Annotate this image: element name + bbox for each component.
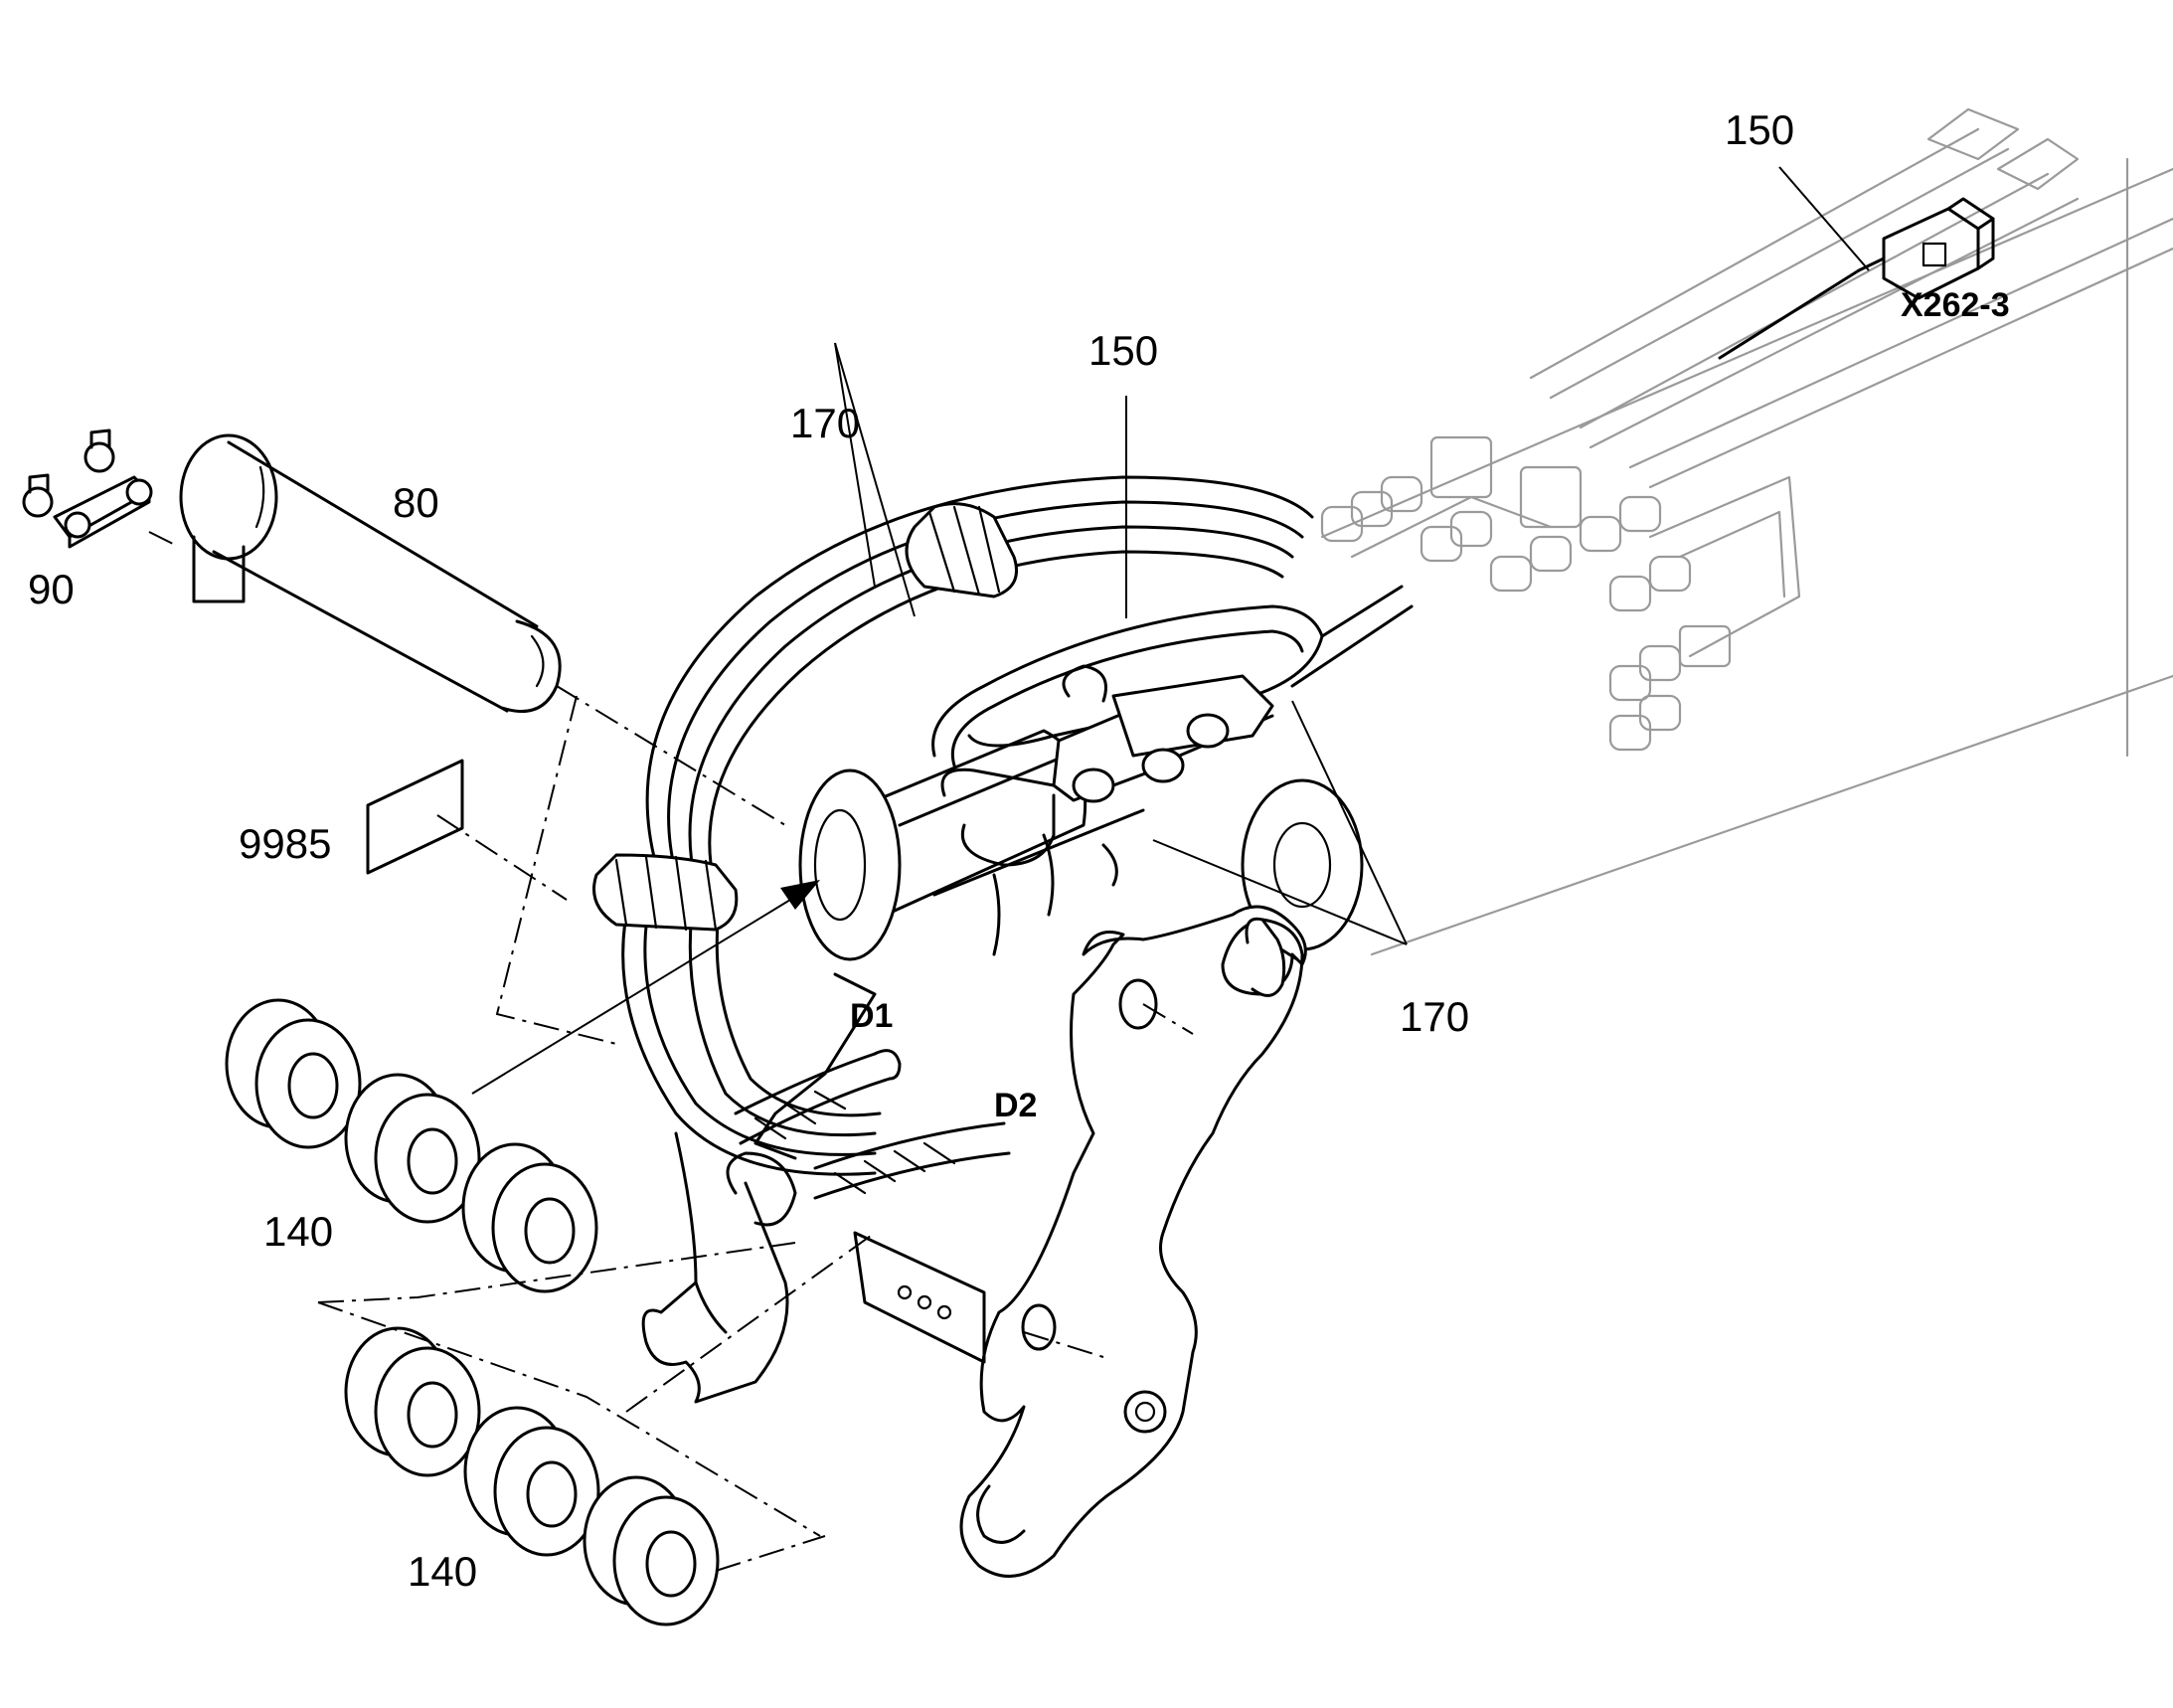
coupler-body: [641, 714, 1364, 1578]
callout-170-top: 170: [790, 400, 861, 446]
callout-140-upper: 140: [263, 1208, 334, 1255]
hoses-d1-d2: [734, 1049, 1011, 1200]
callout-x262-3: X262-3: [1901, 286, 2010, 324]
callout-90: 90: [28, 566, 75, 612]
callout-d1: D1: [850, 997, 894, 1035]
washers-140-upper: [225, 998, 598, 1293]
callout-9985: 9985: [239, 820, 332, 867]
callout-d2: D2: [994, 1087, 1038, 1124]
connector-x262-3: [1718, 197, 1995, 360]
callout-170-right: 170: [1400, 993, 1470, 1040]
washers-140-lower: [344, 1326, 720, 1626]
callout-150-top: 150: [1725, 106, 1795, 153]
pin-80: [179, 433, 562, 713]
label-plate-9985: [366, 759, 464, 875]
callout-140-lower: 140: [408, 1548, 478, 1595]
boom-arm: [1258, 107, 2173, 956]
insertion-arrow: [471, 880, 820, 1095]
hose-loop-170: [592, 475, 1314, 1176]
callout-80: 80: [393, 479, 439, 526]
leader-lines: [834, 166, 1870, 945]
clamp-90: [22, 428, 153, 549]
callout-150-mid: 150: [1088, 327, 1159, 374]
assembly-lines: [148, 531, 1194, 1572]
hydraulic-fittings: [1320, 435, 1732, 752]
hose-150: [931, 585, 1414, 887]
